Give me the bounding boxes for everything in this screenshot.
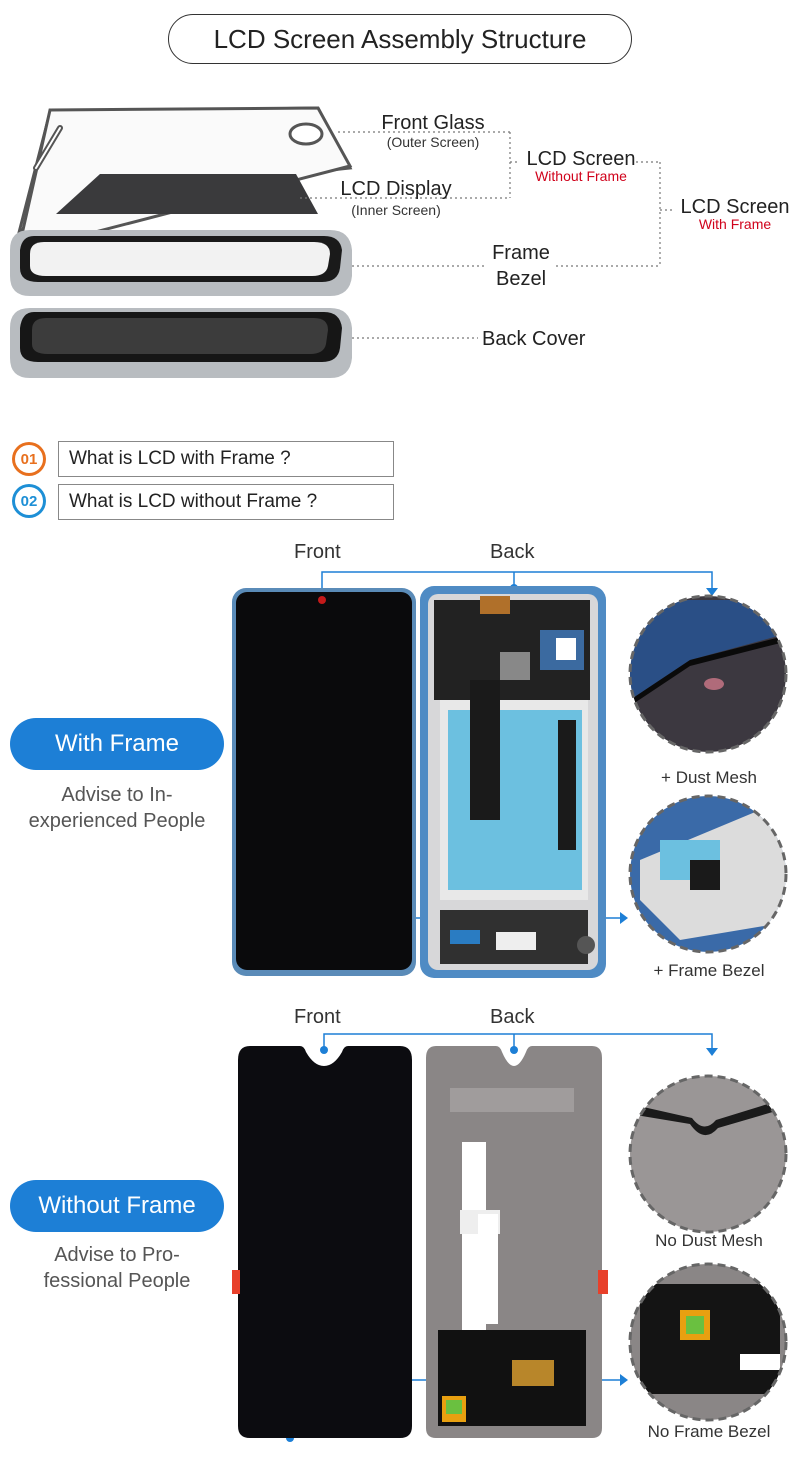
page-title: LCD Screen Assembly Structure bbox=[168, 14, 632, 64]
front-glass-label: Front Glass bbox=[381, 112, 485, 134]
with-frame-red-label: With Frame bbox=[698, 216, 772, 232]
with-frame-front-label: Front bbox=[294, 541, 341, 563]
question-number-2: 02 bbox=[12, 484, 46, 518]
with-frame-advise-line-1: Advise to In- bbox=[61, 784, 173, 806]
without-frame-advise-line-2: fessional People bbox=[43, 1270, 191, 1292]
leader-lines bbox=[300, 131, 672, 339]
question-2: What is LCD without Frame ? bbox=[58, 484, 394, 520]
front-phone-screen bbox=[236, 592, 412, 970]
front-phone-no-frame bbox=[238, 1046, 412, 1438]
question-1: What is LCD with Frame ? bbox=[58, 441, 394, 477]
without-frame-back-label: Back bbox=[490, 1006, 535, 1028]
frame-label: Frame bbox=[492, 242, 550, 264]
without-frame-advise-line-1: Advise to Pro- bbox=[54, 1244, 180, 1266]
front-glass-sublabel: (Outer Screen) bbox=[386, 134, 480, 150]
without-frame-pill: Without Frame bbox=[10, 1180, 224, 1232]
without-frame-red-label: Without Frame bbox=[535, 168, 627, 184]
lcd-display-layer bbox=[56, 174, 318, 214]
no-dust-mesh-caption: No Dust Mesh bbox=[655, 1231, 763, 1250]
with-frame-illustration bbox=[232, 571, 788, 978]
lcd-screen-label-b: LCD Screen bbox=[680, 196, 790, 218]
back-cover-layer bbox=[10, 308, 352, 378]
frame-bezel-zoom bbox=[628, 794, 788, 954]
frame-bezel-caption: + Frame Bezel bbox=[653, 961, 765, 980]
no-frame-bezel-zoom bbox=[628, 1262, 788, 1422]
dust-mesh-caption: + Dust Mesh bbox=[661, 768, 757, 787]
no-dust-mesh-zoom bbox=[628, 1074, 788, 1234]
assembly-diagram bbox=[10, 106, 672, 378]
no-frame-bezel-caption: No Frame Bezel bbox=[647, 1422, 771, 1441]
without-frame-illustration bbox=[232, 1033, 788, 1442]
question-number-1: 01 bbox=[12, 442, 46, 476]
without-frame-front-label: Front bbox=[294, 1006, 341, 1028]
lcd-screen-label-a: LCD Screen bbox=[526, 148, 636, 170]
bezel-label: Bezel bbox=[495, 268, 547, 290]
lcd-display-label: LCD Display bbox=[340, 178, 452, 200]
with-frame-advise-line-2: experienced People bbox=[28, 810, 206, 832]
back-cover-label: Back Cover bbox=[482, 328, 586, 350]
with-frame-pill: With Frame bbox=[10, 718, 224, 770]
frame-bezel-layer bbox=[10, 230, 352, 296]
lcd-display-sublabel: (Inner Screen) bbox=[351, 202, 441, 218]
with-frame-back-label: Back bbox=[490, 541, 535, 563]
dust-mesh-zoom bbox=[628, 594, 788, 754]
